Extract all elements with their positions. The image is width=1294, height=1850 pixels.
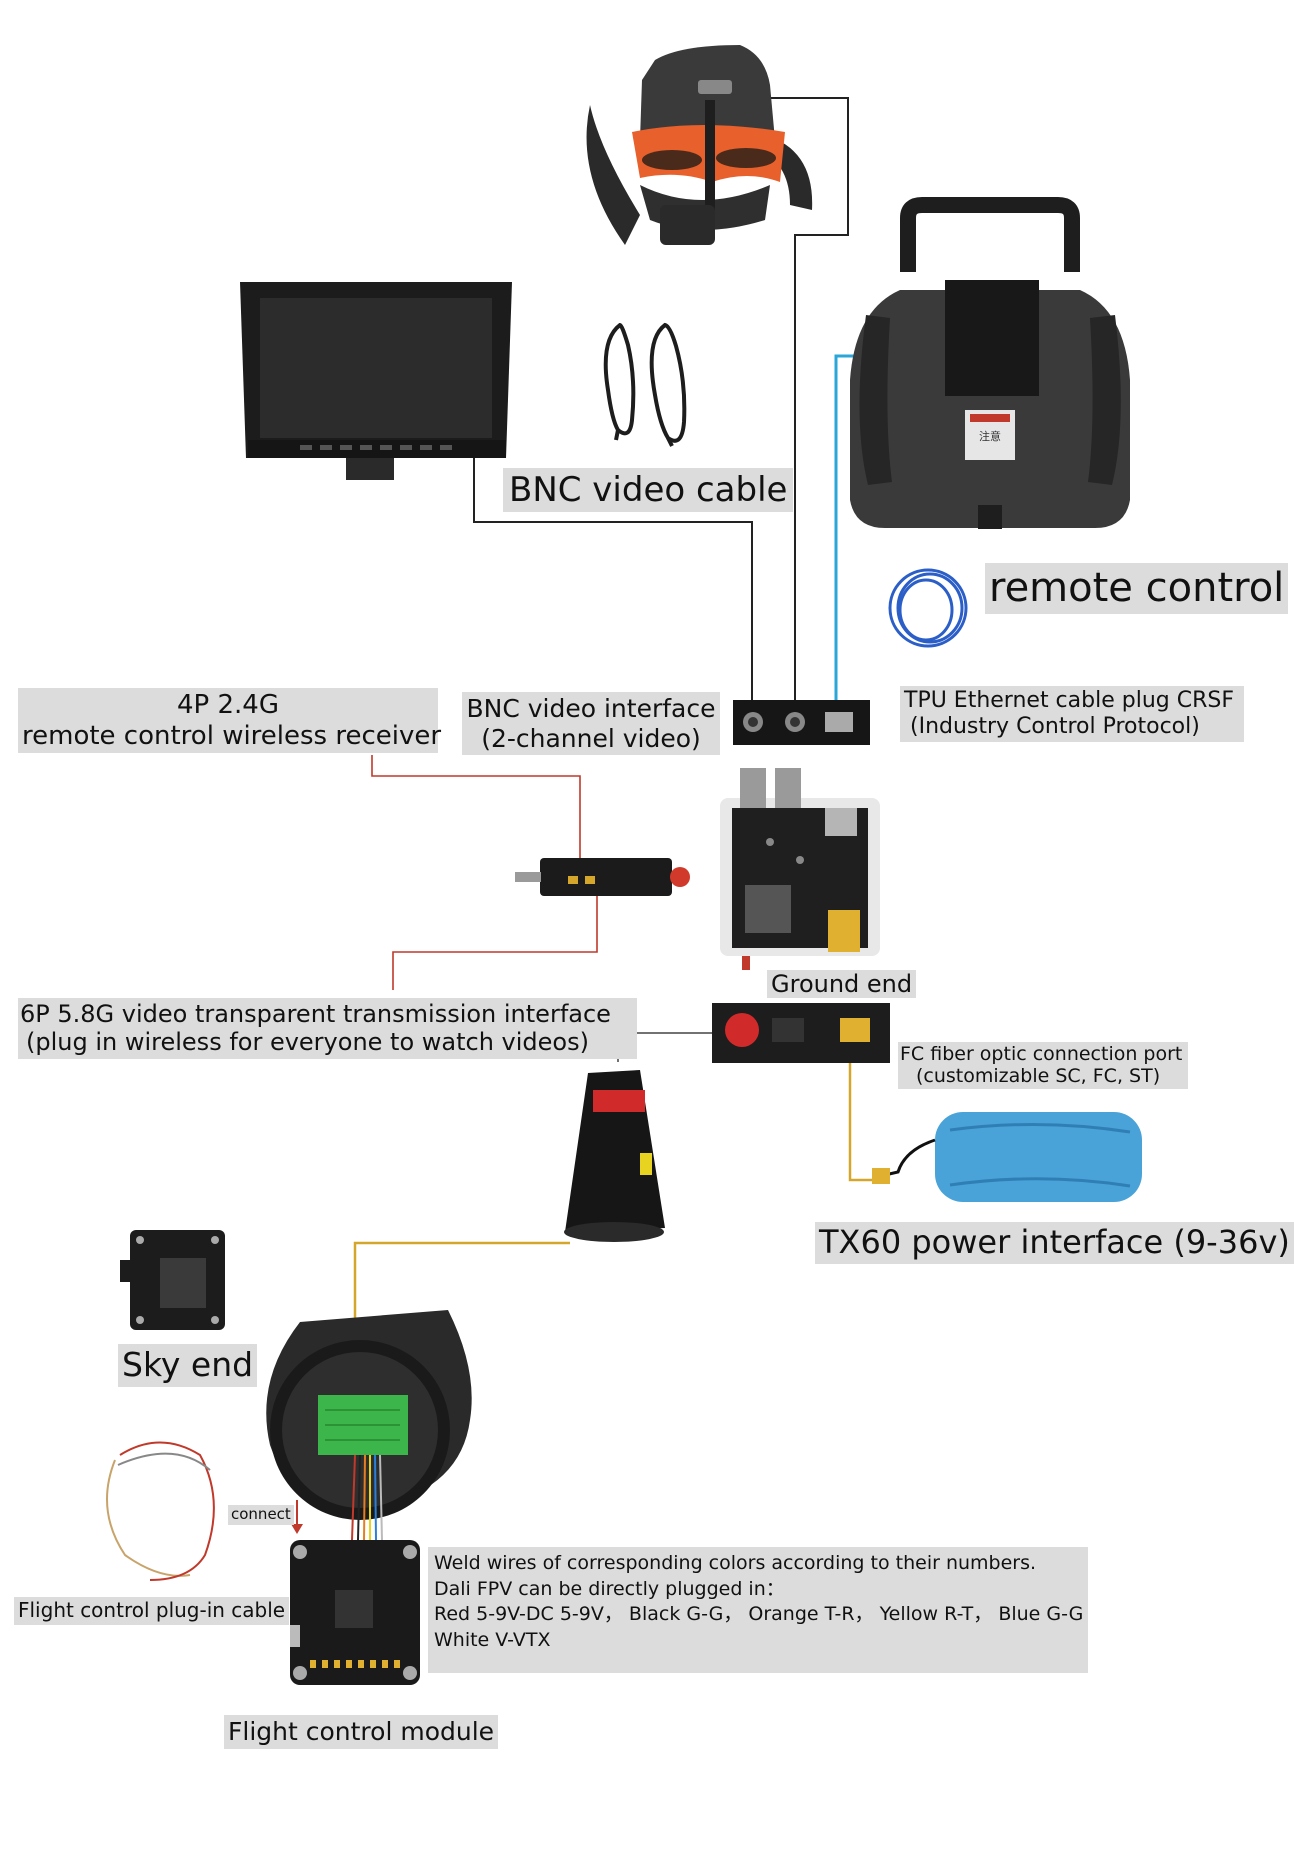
connect-arrow-head <box>291 1524 303 1534</box>
weld-line3: Red 5-9V-DC 5-9V， Black G-G， Orange T-R，… <box>434 1603 1084 1626</box>
remote-control-image: 注意 <box>850 197 1130 529</box>
sky-end-board-image <box>120 1230 225 1330</box>
weld-line2: Dali FPV can be directly plugged in： <box>434 1577 785 1600</box>
sky-transmitter-image <box>564 1070 665 1242</box>
weld-line4: White V-VTX <box>434 1628 551 1651</box>
goggles-wire <box>752 97 849 708</box>
tpu-ethernet-label: TPU Ethernet cable plug CRSF (Industry C… <box>900 686 1244 742</box>
wiring-instructions: Weld wires of corresponding colors accor… <box>428 1547 1088 1673</box>
fiber-box-image <box>712 1003 890 1063</box>
bnc-cable-image <box>603 322 687 447</box>
ground-end-board-image <box>720 768 880 970</box>
base-box-image <box>733 700 870 745</box>
battery-image <box>872 1112 1142 1202</box>
plugin-cable-label: Flight control plug-in cable <box>14 1597 290 1625</box>
ethernet-cable-image <box>888 568 968 648</box>
svg-text:注意: 注意 <box>979 429 1001 443</box>
video-tx-line1: 6P 5.8G video transparent transmission i… <box>20 1000 611 1028</box>
bnc-interface-line2: (2-channel video) <box>481 723 701 753</box>
fc-fiber-port-label: FC fiber optic connection port (customiz… <box>898 1042 1189 1089</box>
yellow-wires <box>353 1040 880 1340</box>
connect-label: connect <box>228 1505 294 1525</box>
receiver-image <box>515 858 690 896</box>
video-tx-line2: (plug in wireless for everyone to watch … <box>26 1028 589 1057</box>
monitor-wire <box>473 458 753 708</box>
module-closeup-image <box>266 1310 472 1541</box>
black-wires <box>473 97 849 708</box>
bnc-interface-line1: BNC video interface <box>466 694 716 723</box>
tpu-line1: TPU Ethernet cable plug CRSF <box>904 688 1234 713</box>
fc-port-line1: FC fiber optic connection port <box>900 1043 1183 1065</box>
remote-control-label: remote control <box>985 563 1289 615</box>
flight-control-module-label: Flight control module <box>224 1715 499 1749</box>
fpv-goggles-image <box>586 45 813 245</box>
receiver-label: 4P 2.4G remote control wireless receiver <box>18 688 442 754</box>
video-transmission-label: 6P 5.8G video transparent transmission i… <box>18 998 637 1059</box>
red-wires <box>371 755 598 990</box>
power-lead <box>848 1040 880 1182</box>
sky-lead <box>353 1241 570 1340</box>
monitor-image <box>240 282 512 480</box>
plugin-cable-image <box>106 1441 215 1581</box>
receiver-label-line2: remote control wireless receiver <box>22 720 442 751</box>
receiver-lead <box>371 755 581 880</box>
weld-line1: Weld wires of corresponding colors accor… <box>434 1552 1037 1574</box>
fc-port-line2: (customizable SC, FC, ST) <box>916 1065 1161 1088</box>
flight-controller-image <box>290 1540 420 1685</box>
sky-end-label: Sky end <box>118 1344 258 1387</box>
tpu-line2: (Industry Control Protocol) <box>910 713 1200 739</box>
power-interface-label: TX60 power interface (9-36v) <box>815 1222 1294 1264</box>
video-tx-lead <box>392 886 598 990</box>
receiver-label-line1: 4P 2.4G <box>177 690 279 720</box>
bnc-interface-label: BNC video interface (2-channel video) <box>462 692 720 755</box>
ground-end-label: Ground end <box>767 970 917 999</box>
bnc-cable-label: BNC video cable <box>503 468 794 513</box>
